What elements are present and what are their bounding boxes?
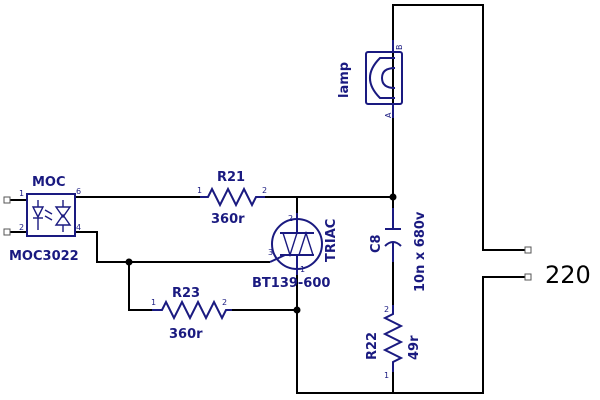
mains-terminal-2 [524, 273, 532, 281]
triac-name: TRIAC [324, 219, 339, 262]
input-terminal-1 [3, 196, 11, 204]
resistor-r23: R23 360r 1 2 [151, 286, 232, 342]
r21-zigzag [200, 186, 265, 208]
lamp-base [365, 51, 403, 105]
r21-pin-1: 1 [197, 186, 202, 195]
moc-pin-2: 2 [19, 223, 24, 232]
wire-moc4-gate [75, 231, 270, 263]
r21-value: 360r [211, 212, 245, 227]
r21-pin-2: 2 [262, 186, 267, 195]
resistor-r22: R22 49r 2 1 [365, 305, 422, 380]
led-symbol [31, 206, 45, 219]
wire-mains-bottom [393, 276, 527, 394]
wires [9, 4, 527, 394]
junction-dot [389, 193, 397, 201]
triac-pin-3: 3 [268, 248, 273, 257]
r23-value: 360r [169, 327, 203, 342]
light-arrow [44, 215, 53, 221]
lamp-bulb [369, 57, 395, 99]
c8-name: C8 [369, 234, 384, 253]
r23-zigzag [152, 299, 232, 321]
r23-name: R23 [172, 286, 200, 301]
r22-pin-1: 1 [384, 371, 389, 380]
light-arrow [44, 209, 53, 215]
r22-zigzag [382, 305, 404, 372]
r22-value: 49r [407, 335, 422, 360]
r21-name: R21 [217, 170, 245, 185]
triac-diode-up [282, 232, 298, 258]
moc-part: MOC3022 [9, 249, 79, 264]
triac-bt139: BT139-600 TRIAC 2 3 1 [252, 213, 339, 291]
moc3022-optocoupler: MOC MOC3022 1 2 6 4 [9, 175, 81, 264]
input-terminal-2 [3, 228, 11, 236]
triac-gate [269, 254, 286, 263]
terminals [3, 196, 532, 281]
junctions [125, 193, 397, 314]
moc-pin-4: 4 [76, 223, 81, 232]
wire-triac-bottom [296, 310, 393, 394]
moc-pin-6: 6 [76, 187, 81, 196]
wire-r23-left [128, 262, 152, 311]
capacitor-c8: C8 10n x 680v [369, 208, 428, 292]
triac-pin-1: 1 [300, 265, 305, 274]
mains-terminal-1 [524, 246, 532, 254]
wire-mains-top [392, 4, 527, 251]
moc-name: MOC [32, 175, 66, 190]
moc-body [26, 193, 76, 237]
moc-pin-1: 1 [19, 189, 24, 198]
supply-voltage-label: 220 [545, 261, 591, 289]
r23-pin-2: 2 [222, 298, 227, 307]
lamp: lamp B A [337, 40, 404, 118]
lamp-pin-b: B [395, 45, 404, 51]
resistor-r21: R21 360r 1 2 [197, 170, 267, 227]
lamp-pin-a: A [384, 112, 393, 118]
triac-diode-down [298, 230, 314, 256]
lamp-name: lamp [337, 62, 352, 98]
r23-pin-1: 1 [151, 298, 156, 307]
triac-part: BT139-600 [252, 276, 330, 291]
lamp-filament [380, 67, 396, 89]
r22-pin-2: 2 [384, 305, 389, 314]
junction-dot [293, 306, 301, 314]
r22-name: R22 [365, 332, 380, 360]
junction-dot [125, 258, 133, 266]
triac-pin-2: 2 [288, 214, 293, 223]
c8-value: 10n x 680v [413, 211, 428, 292]
